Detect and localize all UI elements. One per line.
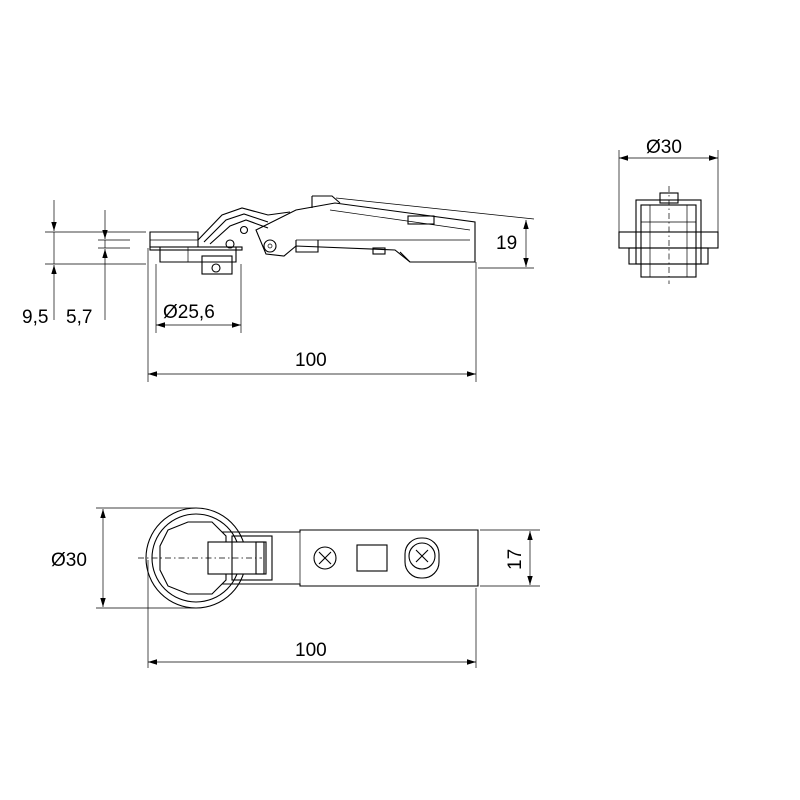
top-view: Ø30 17 100 (51, 507, 540, 668)
dim-top-length: 100 (295, 640, 327, 661)
dim-arm-width: 17 (505, 549, 526, 570)
dim-side-height: 19 (496, 233, 517, 254)
side-view: 19 100 Ø25,6 9,5 5,7 (22, 195, 535, 382)
dim-end-diameter: Ø30 (646, 137, 682, 158)
end-view: Ø30 (618, 137, 719, 284)
dim-depth-cup: 5,7 (66, 307, 92, 328)
dim-top-diameter: Ø30 (51, 550, 87, 571)
dim-cup-diameter: Ø25,6 (163, 302, 215, 323)
dim-side-length: 100 (295, 350, 327, 371)
dim-depth-total: 9,5 (22, 307, 48, 328)
